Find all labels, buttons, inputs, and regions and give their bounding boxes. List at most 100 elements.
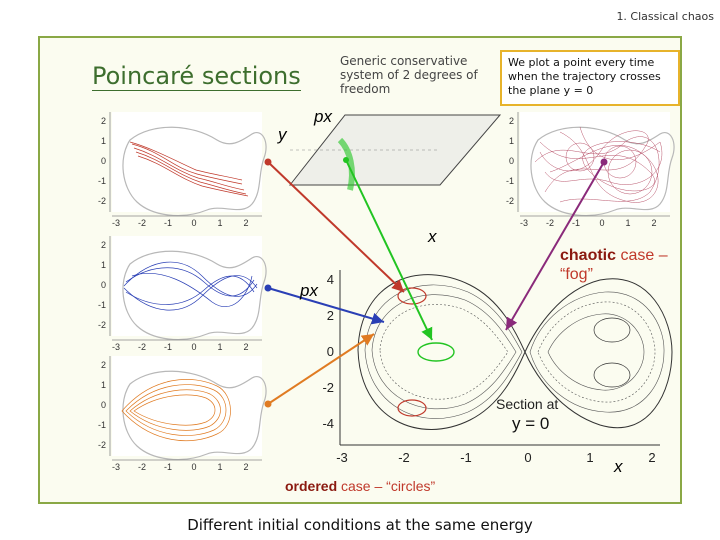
small-plot-y-tick: -1 [98, 420, 106, 430]
small-plot-x-tick: 2 [243, 462, 248, 472]
y-label-top: y [277, 125, 288, 144]
small-plot-x-tick: -3 [112, 462, 120, 472]
green-arrow [345, 159, 433, 341]
small-plot-y-tick: 2 [101, 116, 106, 126]
purple-arrow [505, 161, 605, 331]
red-island-top [397, 287, 427, 305]
small-plot-x-tick: -1 [164, 462, 172, 472]
small-plot-x-tick: 2 [243, 342, 248, 352]
small-plot-x-tick: 1 [217, 462, 222, 472]
main-plot-ticks: -3 -2 -1 0 1 2 4 2 0 -2 -4 [322, 272, 655, 465]
green-dot [343, 157, 349, 163]
small-plot-y-tick: -2 [98, 196, 106, 206]
small-plot-y-tick: -2 [506, 196, 514, 206]
footer-caption: Different initial conditions at the same… [187, 516, 533, 534]
chaotic-bold: chaotic [560, 247, 617, 264]
ordered-bold: ordered [285, 478, 338, 494]
small-plot-x-tick: 2 [243, 218, 248, 228]
main-plot-y-tick: -4 [322, 416, 334, 431]
main-poincare-section: -3 -2 -1 0 1 2 4 2 0 -2 -4 [322, 270, 673, 465]
small-plot-x-tick: -3 [112, 218, 120, 228]
small-plot-x-tick: 0 [191, 462, 196, 472]
small-plot-y-tick: -1 [98, 300, 106, 310]
small-plot-ticks: -3 -2 -1 0 1 2 2 1 0 -1 -2 -3 -2 -1 0 1 2 2 1 0 -1 -2 -3 -2 -1 0 1… [98, 116, 657, 472]
small-plot-x-tick: 0 [599, 218, 604, 228]
small-plot-y-tick: 1 [101, 260, 106, 270]
small-plot-red [109, 112, 267, 217]
main-plot-x-tick: 0 [524, 450, 531, 465]
px-label-mid: px [299, 281, 318, 300]
small-plot-y-tick: 0 [101, 280, 106, 290]
orange-arrow [267, 333, 375, 405]
red-dot [264, 158, 272, 166]
blue-dot [264, 284, 272, 292]
green-surface [337, 137, 355, 191]
ordered-rest: case – “circles” [337, 478, 436, 494]
chaotic-case-label: chaotic case – “fog” [560, 246, 680, 284]
blue-trajectory [123, 261, 258, 311]
small-plot-x-tick: -3 [112, 342, 120, 352]
small-plot-blue [109, 236, 267, 341]
small-plot-y-tick: 0 [101, 156, 106, 166]
main-plot-y-tick: -2 [322, 380, 334, 395]
ordered-case-label: ordered case – “circles” [285, 478, 435, 494]
px-label-top: px [313, 107, 332, 126]
main-plot-x-tick: -2 [398, 450, 410, 465]
orange-dot [264, 400, 272, 408]
main-plot-y-tick: 4 [327, 272, 334, 287]
small-plot-chaotic [517, 112, 675, 217]
small-plot-y-tick: -2 [98, 440, 106, 450]
x-label-bottom: x [613, 457, 623, 476]
section-at-label: Section at [496, 396, 559, 412]
red-arrow [267, 161, 405, 293]
section-equation: y = 0 [512, 414, 550, 433]
small-plot-x-tick: 1 [625, 218, 630, 228]
small-plot-x-tick: -2 [138, 218, 146, 228]
small-plot-y-tick: 2 [509, 116, 514, 126]
small-plot-y-tick: 2 [101, 240, 106, 250]
main-plot-x-tick: -1 [460, 450, 472, 465]
small-plot-x-tick: -2 [138, 342, 146, 352]
generic-system-text: Generic conservative system of 2 degrees… [340, 54, 478, 96]
main-plot-x-tick: 2 [648, 450, 655, 465]
chaotic-trajectory [534, 126, 663, 203]
small-plot-y-tick: 1 [101, 380, 106, 390]
page-title: Poincaré sections [92, 62, 301, 91]
main-plot-x-tick: 1 [586, 450, 593, 465]
small-plot-y-tick: -1 [506, 176, 514, 186]
small-plot-x-tick: 0 [191, 218, 196, 228]
plot-note-text: We plot a point every time when the traj… [508, 56, 661, 97]
red-trajectory [129, 141, 249, 197]
small-plot-x-tick: 1 [217, 218, 222, 228]
small-plot-x-tick: -1 [164, 218, 172, 228]
small-plot-x-tick: -1 [164, 342, 172, 352]
plot-note-box: We plot a point every time when the traj… [500, 50, 680, 106]
small-plot-y-tick: -2 [98, 320, 106, 330]
arrows [264, 157, 608, 408]
small-plot-y-tick: 1 [101, 136, 106, 146]
small-plot-y-tick: 2 [101, 360, 106, 370]
main-plot-y-tick: 2 [327, 308, 334, 323]
green-island [417, 342, 455, 362]
small-plot-orange [109, 356, 267, 461]
small-plot-y-tick: -1 [98, 176, 106, 186]
small-plot-x-tick: -3 [520, 218, 528, 228]
small-plot-x-tick: 0 [191, 342, 196, 352]
small-plot-y-tick: 0 [101, 400, 106, 410]
small-plot-x-tick: -1 [572, 218, 580, 228]
small-plot-x-tick: 1 [217, 342, 222, 352]
small-plot-x-tick: -2 [546, 218, 554, 228]
blue-arrow [267, 287, 385, 325]
header-label: 1. Classical chaos [616, 10, 714, 23]
chaotic-rest: case – “fog” [560, 247, 668, 283]
main-plot-x-tick: -3 [336, 450, 348, 465]
x-label-mid: x [427, 227, 437, 246]
small-plot-x-tick: 2 [651, 218, 656, 228]
small-plot-y-tick: 1 [509, 136, 514, 146]
red-island-bottom [397, 399, 427, 417]
purple-dot [600, 158, 608, 166]
main-plot-y-tick: 0 [327, 344, 334, 359]
small-plot-x-tick: -2 [138, 462, 146, 472]
small-plot-y-tick: 0 [509, 156, 514, 166]
